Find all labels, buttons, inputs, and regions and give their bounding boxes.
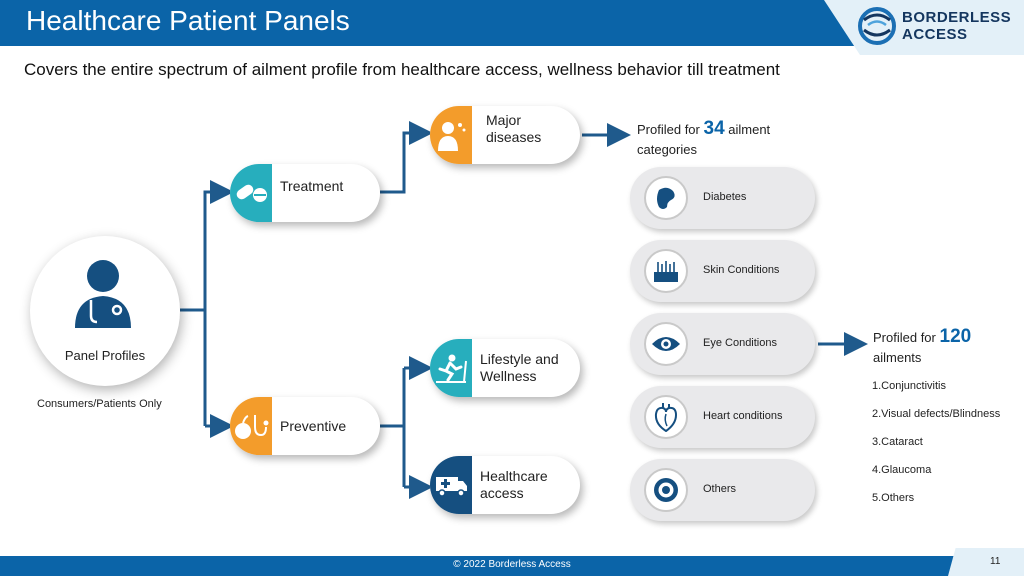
brand-logo: BORDERLESS ACCESS <box>856 6 1011 46</box>
target-icon-wrap <box>644 468 688 512</box>
logo-line-1: BORDERLESS <box>902 9 1012 26</box>
ailment-item: 5.Others <box>872 492 915 504</box>
sick-person-icon-wrap <box>430 106 472 164</box>
ailment-label-diabetes: Diabetes <box>703 191 747 203</box>
skin-icon-wrap <box>644 249 688 293</box>
treatment-label: Treatment <box>280 177 344 194</box>
ailment-pill-diabetes: Diabetes <box>630 167 815 229</box>
profiled-categories-prefix: Profiled for <box>637 122 700 137</box>
pancreas-icon <box>657 187 675 209</box>
panel-profiles-circle: Panel Profiles <box>30 236 180 386</box>
subtitle: Covers the entire spectrum of ailment pr… <box>24 60 780 79</box>
profiled-categories-line1: Profiled for 34 ailment <box>637 119 770 140</box>
healthcare-access-card: Healthcare access <box>430 456 580 514</box>
profiled-ailments-line2: ailments <box>873 350 922 365</box>
ailment-label-skin: Skin Conditions <box>703 264 780 276</box>
healthcare-access-label: Healthcare access <box>480 468 548 501</box>
lifestyle-card: Lifestyle and Wellness <box>430 339 580 397</box>
ambulance-icon <box>436 477 467 497</box>
ailment-item: 1.Conjunctivitis <box>872 380 946 392</box>
profiled-categories-line2: categories <box>637 142 697 157</box>
logo-background <box>824 0 1024 55</box>
treatment-card: Treatment <box>230 164 380 222</box>
major-diseases-card: Major diseases <box>430 106 580 164</box>
major-diseases-text: Major diseases <box>486 112 542 145</box>
pills-icon <box>236 184 267 202</box>
heart-icon-wrap <box>644 395 688 439</box>
eye-icon-wrap <box>644 322 688 366</box>
ailment-pill-heart: Heart conditions <box>630 386 815 448</box>
profiled-categories-note: Profiled for 34 ailment categories <box>637 119 770 160</box>
profiled-ailments-note: Profiled for 120 ailments <box>873 327 971 368</box>
apple-stethoscope-icon-wrap <box>230 397 272 455</box>
profiled-categories-suffix: ailment <box>728 122 771 137</box>
ambulance-icon-wrap <box>430 456 472 514</box>
footer-copyright: © 2022 Borderless Access <box>453 559 571 570</box>
logo-line-2: ACCESS <box>902 26 968 43</box>
profiled-ailments-number: 120 <box>939 326 972 347</box>
apple-stethoscope-icon <box>235 415 269 439</box>
ailment-item: 4.Glaucoma <box>872 464 932 476</box>
skin-icon <box>654 261 678 282</box>
ailment-pill-skin: Skin Conditions <box>630 240 815 302</box>
eye-icon <box>652 337 680 351</box>
ailment-label-heart: Heart conditions <box>703 410 783 422</box>
major-diseases-label: Major diseases <box>472 112 541 146</box>
profiled-ailments-prefix: Profiled for <box>873 330 936 345</box>
page-number: 11 <box>990 556 1001 567</box>
preventive-label: Preventive <box>280 417 347 434</box>
panel-caption: Consumers/Patients Only <box>37 398 162 410</box>
footer-bar <box>0 556 1024 576</box>
sick-person-icon <box>438 122 466 151</box>
ailment-label-others: Others <box>703 483 737 495</box>
profiled-ailments-line1: Profiled for 120 <box>873 327 971 348</box>
profiled-categories-number: 34 <box>703 118 725 139</box>
page-number-box <box>948 548 1024 576</box>
ailment-item: 3.Cataract <box>872 436 923 448</box>
ailment-item: 2.Visual defects/Blindness <box>872 408 1001 420</box>
treadmill-icon-wrap <box>430 339 472 397</box>
logo-swirl-icon <box>858 7 896 45</box>
treadmill-icon <box>436 354 467 383</box>
pancreas-icon-wrap <box>644 176 688 220</box>
ailment-pill-others: Others <box>630 459 815 521</box>
heart-icon <box>654 403 678 432</box>
preventive-card: Preventive <box>230 397 380 455</box>
target-icon <box>654 478 678 502</box>
page-title: Healthcare Patient Panels <box>26 5 350 36</box>
doctor-icon <box>75 260 131 328</box>
ailment-label-eye: Eye Conditions <box>703 337 777 349</box>
panel-profiles-label: Panel Profiles <box>64 348 146 363</box>
lifestyle-label: Lifestyle and Wellness <box>480 351 559 384</box>
pills-icon-wrap <box>230 164 272 222</box>
ailment-pill-eye: Eye Conditions <box>630 313 815 375</box>
